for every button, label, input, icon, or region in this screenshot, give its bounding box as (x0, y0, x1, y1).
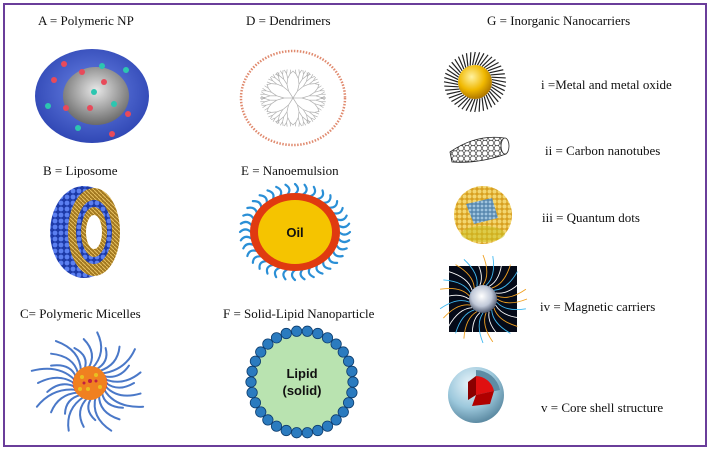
label-polymeric-np: A = Polymeric NP (38, 13, 134, 28)
oil-label: Oil (286, 225, 303, 240)
lipid-solid-label: (solid) (283, 383, 322, 398)
nanoemulsion-illustration: Oil (238, 182, 352, 282)
label-magnetic-carriers: iv = Magnetic carriers (540, 299, 656, 314)
label-metal-oxide: i =Metal and metal oxide (541, 77, 672, 92)
label-liposome: B = Liposome (43, 163, 118, 178)
core-shell-illustration (448, 367, 504, 423)
liposome-illustration (50, 186, 120, 278)
polymeric-np-illustration (35, 49, 149, 143)
metal-oxide-nanoparticle-illustration (443, 51, 507, 113)
label-quantum-dots: iii = Quantum dots (542, 210, 640, 225)
label-inorganic-nanocarriers: G = Inorganic Nanocarriers (487, 13, 631, 28)
polymeric-micelle-illustration (30, 331, 145, 432)
label-nanoemulsion: E = Nanoemulsion (241, 163, 339, 178)
carbon-nanotube-illustration (449, 136, 510, 163)
quantum-dot-illustration (454, 186, 512, 244)
label-carbon-nanotubes: ii = Carbon nanotubes (545, 143, 661, 158)
label-solid-lipid-nanoparticle: F = Solid-Lipid Nanoparticle (223, 306, 375, 321)
label-dendrimers: D = Dendrimers (246, 13, 331, 28)
dendrimer-illustration (239, 49, 347, 147)
magnetic-carrier-illustration (438, 254, 528, 344)
lipid-label: Lipid (286, 366, 317, 381)
figure-frame (3, 3, 707, 447)
label-polymeric-micelles: C= Polymeric Micelles (20, 306, 141, 321)
solid-lipid-nanoparticle-illustration: Lipid (solid) (245, 325, 359, 439)
label-core-shell: v = Core shell structure (541, 400, 664, 415)
